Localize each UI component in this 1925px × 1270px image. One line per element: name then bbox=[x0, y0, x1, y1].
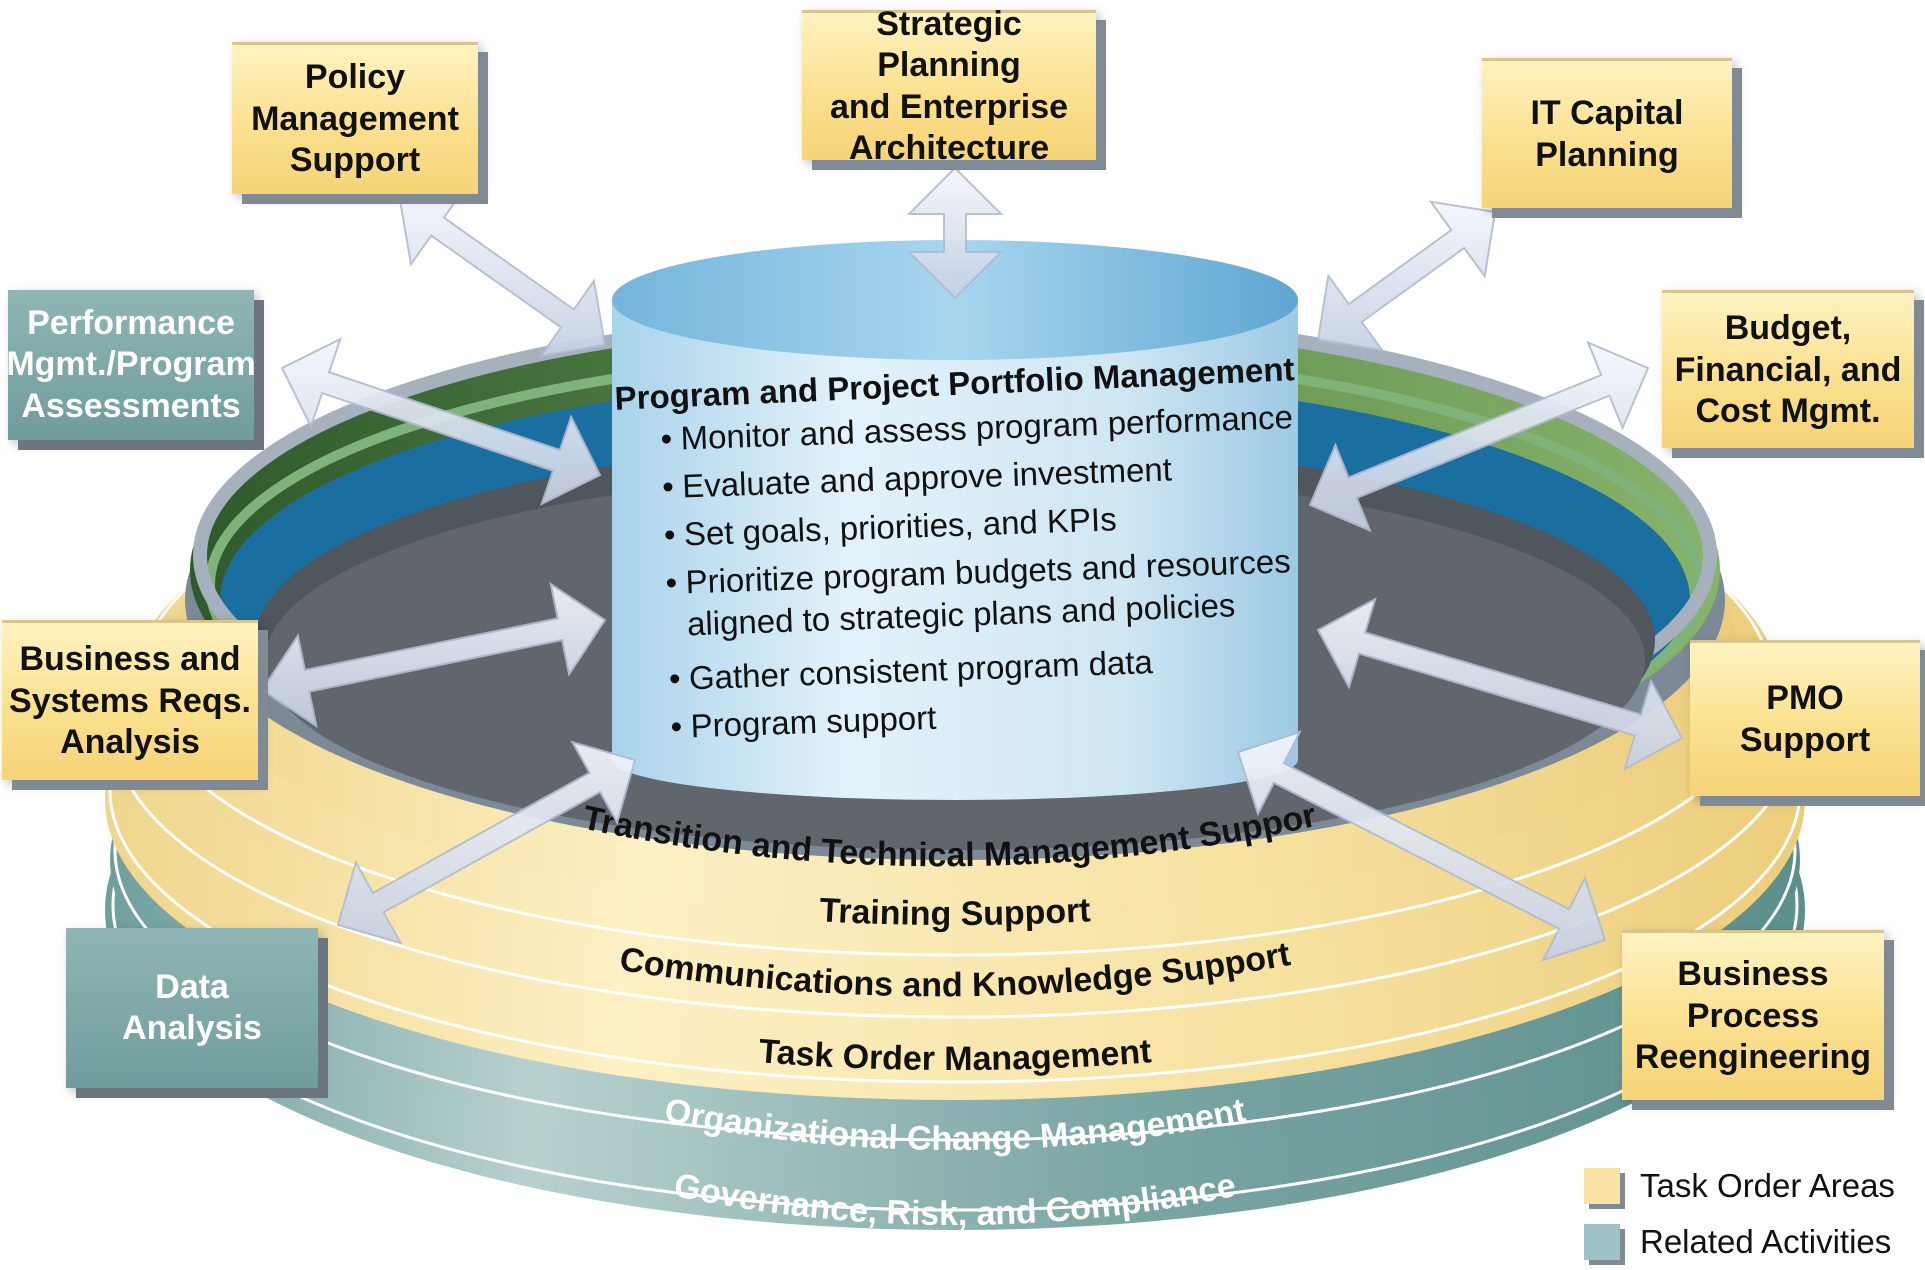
arrow-business-systems bbox=[260, 581, 607, 729]
bullet-program-support: Program support bbox=[690, 699, 937, 745]
svg-text:•: • bbox=[663, 516, 676, 553]
legend-swatch-task bbox=[1584, 1168, 1620, 1204]
arrow-bpr bbox=[1236, 730, 1607, 962]
legend: Task Order Areas Related Activities bbox=[1584, 1158, 1914, 1270]
arrow-pmo bbox=[1316, 596, 1684, 772]
connector-arrows bbox=[260, 166, 1684, 962]
cylinder-body bbox=[612, 300, 1298, 800]
legend-related-activities: Related Activities bbox=[1584, 1214, 1914, 1270]
arrow-performance bbox=[280, 337, 602, 506]
svg-text:•: • bbox=[662, 468, 675, 505]
legend-label-related: Related Activities bbox=[1640, 1223, 1892, 1260]
arrow-data-analysis bbox=[336, 740, 637, 945]
legend-task-order-areas: Task Order Areas bbox=[1584, 1158, 1914, 1214]
arrow-policy bbox=[398, 187, 607, 358]
legend-label-task: Task Order Areas bbox=[1640, 1167, 1895, 1204]
svg-text:•: • bbox=[665, 564, 678, 601]
svg-text:•: • bbox=[670, 708, 683, 745]
cylinder-top bbox=[612, 240, 1298, 360]
arrow-strategic bbox=[906, 166, 1004, 300]
arrow-it-capital bbox=[1316, 200, 1497, 352]
svg-text:•: • bbox=[668, 660, 681, 697]
arrow-budget bbox=[1308, 340, 1650, 533]
svg-text:•: • bbox=[660, 420, 673, 457]
ring-label-training: Training Support bbox=[819, 891, 1092, 933]
legend-swatch-related bbox=[1584, 1224, 1620, 1260]
